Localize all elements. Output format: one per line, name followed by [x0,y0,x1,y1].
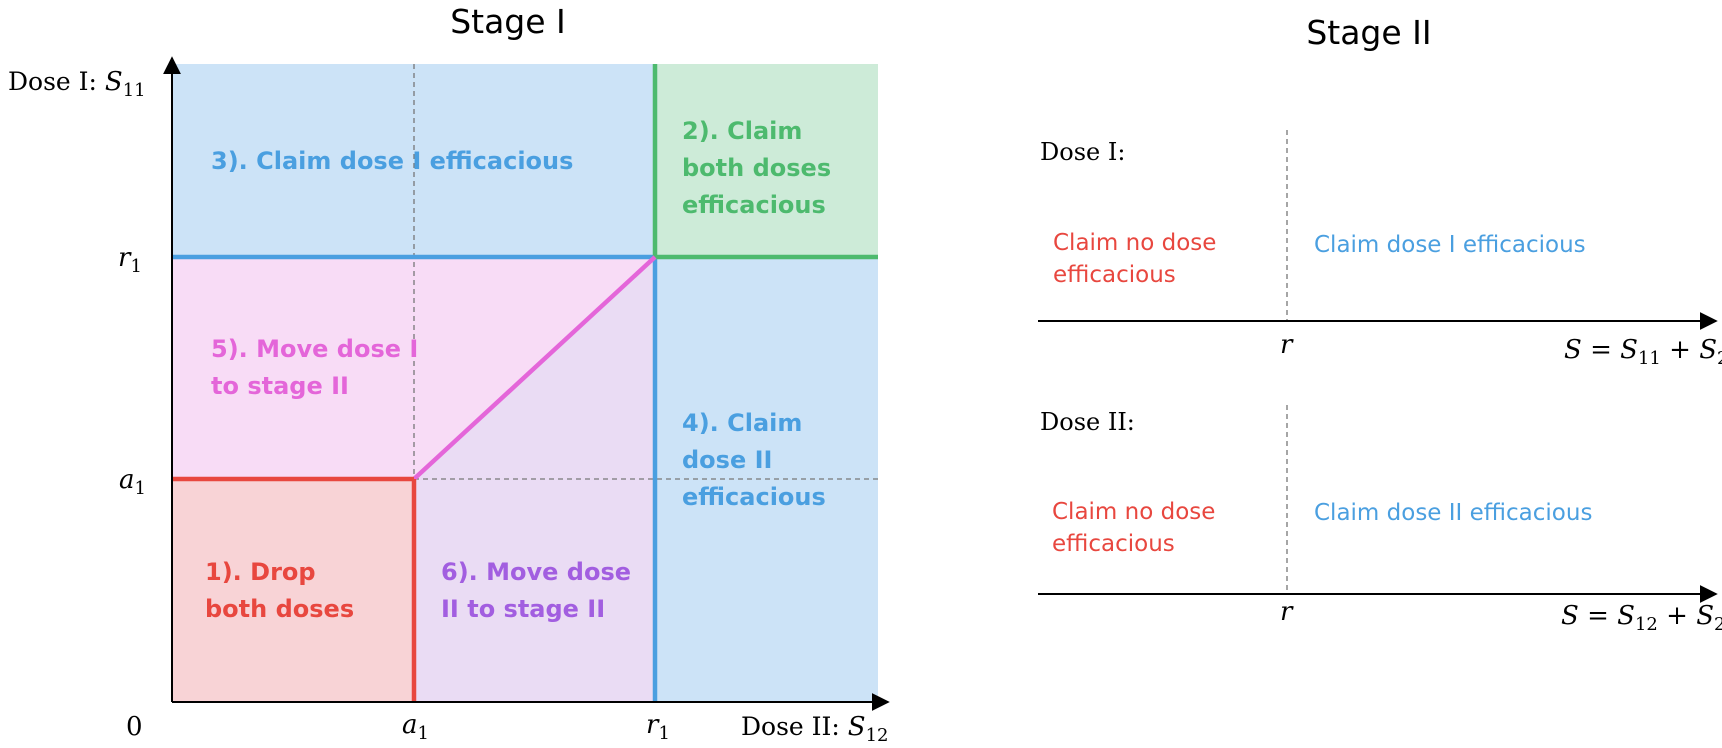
stage1-title: Stage I [450,2,566,41]
region-2-label: 2). Claim both doses efficacious [682,117,839,219]
stage1-origin-label: 0 [126,712,143,742]
stage1-x-axis-label: Dose II: S12 [741,712,889,746]
stage2-dose2-axis-label: S = S12 + S2 [1561,601,1722,635]
stage2-dose2-panel: Dose II: Claim no dose efficacious Claim… [1038,405,1722,635]
stage2-dose1-axis-label: S = S11 + S2 [1564,335,1722,369]
stage1-y-axis-label: Dose I: S11 [8,67,146,101]
stage2-dose2-right-text: Claim dose II efficacious [1314,500,1592,526]
tick-r1-y: r1 [118,243,142,277]
region-5-fill [172,257,655,479]
stage2-dose1-threshold-label: r [1280,330,1294,360]
stage2-dose2-left-text: Claim no dose efficacious [1052,499,1223,557]
region-1-label: 1). Drop both doses [205,558,354,623]
region-6-label: 6). Move dose II to stage II [441,558,639,623]
stage2-dose1-panel: Dose I: Claim no dose efficacious Claim … [1038,130,1722,369]
stage2-dose1-label: Dose I: [1040,138,1125,166]
tick-r1-x: r1 [646,710,670,744]
stage2-panel: Stage II Dose I: Claim no dose efficacio… [1038,13,1722,635]
stage1-panel: Stage I Dose I: S11 Dose II: S12 0 [8,2,890,746]
tick-a1-y: a1 [119,465,146,499]
stage2-dose2-threshold-label: r [1280,597,1294,627]
region-2-fill [655,64,878,257]
stage2-dose2-label: Dose II: [1040,408,1135,436]
stage2-title: Stage II [1306,13,1431,52]
boundary-diagonal-magenta [412,255,657,481]
region-1-fill [172,479,414,702]
tick-a1-x: a1 [402,710,429,744]
stage2-dose1-right-text: Claim dose I efficacious [1314,232,1586,258]
region-3-fill [172,64,655,257]
region-5-label: 5). Move dose I to stage II [211,335,427,400]
stage2-dose1-left-text: Claim no dose efficacious [1053,230,1224,288]
region-4-label: 4). Claim dose II efficacious [682,409,826,511]
region-3-label: 3). Claim dose I efficacious [211,147,573,175]
